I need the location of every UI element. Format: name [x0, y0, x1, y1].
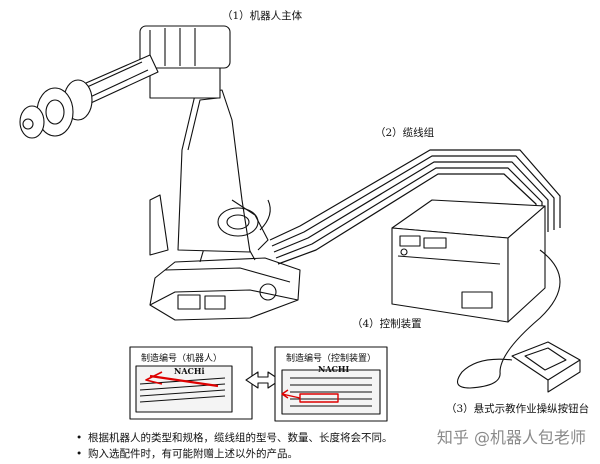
controller-plate-caption: 制造编号（控制装置） — [286, 354, 377, 364]
robot-base — [149, 241, 301, 321]
note-text: 购入选配件时，有可能附赠上述以外的产品。 — [88, 448, 298, 460]
controller-nameplate — [274, 346, 388, 422]
robot-arm-lower — [149, 89, 271, 256]
note-bullet: • — [76, 448, 83, 460]
teach-pendant-illustration — [456, 249, 581, 393]
robot-plate-caption: 制造编号（机器人） — [141, 354, 223, 364]
label-teach-pendant: （3）悬式示教作业操纵按钮台 — [446, 403, 590, 415]
watermark: 知乎 @机器人包老师 — [436, 428, 586, 447]
controller-plate-brand: NACHI — [318, 364, 350, 374]
note-text: 根据机器人的类型和规格，缆线组的型号、数量、长度将会不同。 — [88, 432, 393, 444]
robot-plate-brand: NACHi — [174, 366, 205, 376]
note-1: • 根据机器人的类型和规格，缆线组的型号、数量、长度将会不同。 — [76, 430, 393, 445]
label-robot-body: （1）机器人主体 — [222, 10, 303, 22]
note-bullet: • — [76, 432, 83, 444]
robot-arm-upper — [19, 25, 231, 139]
label-cable-set: （2）缆线组 — [375, 127, 435, 139]
note-2: • 购入选配件时，有可能附赠上述以外的产品。 — [76, 446, 298, 461]
controller-cabinet — [391, 199, 546, 323]
robot-nameplate — [129, 346, 253, 420]
label-controller: （4）控制装置 — [352, 318, 422, 330]
